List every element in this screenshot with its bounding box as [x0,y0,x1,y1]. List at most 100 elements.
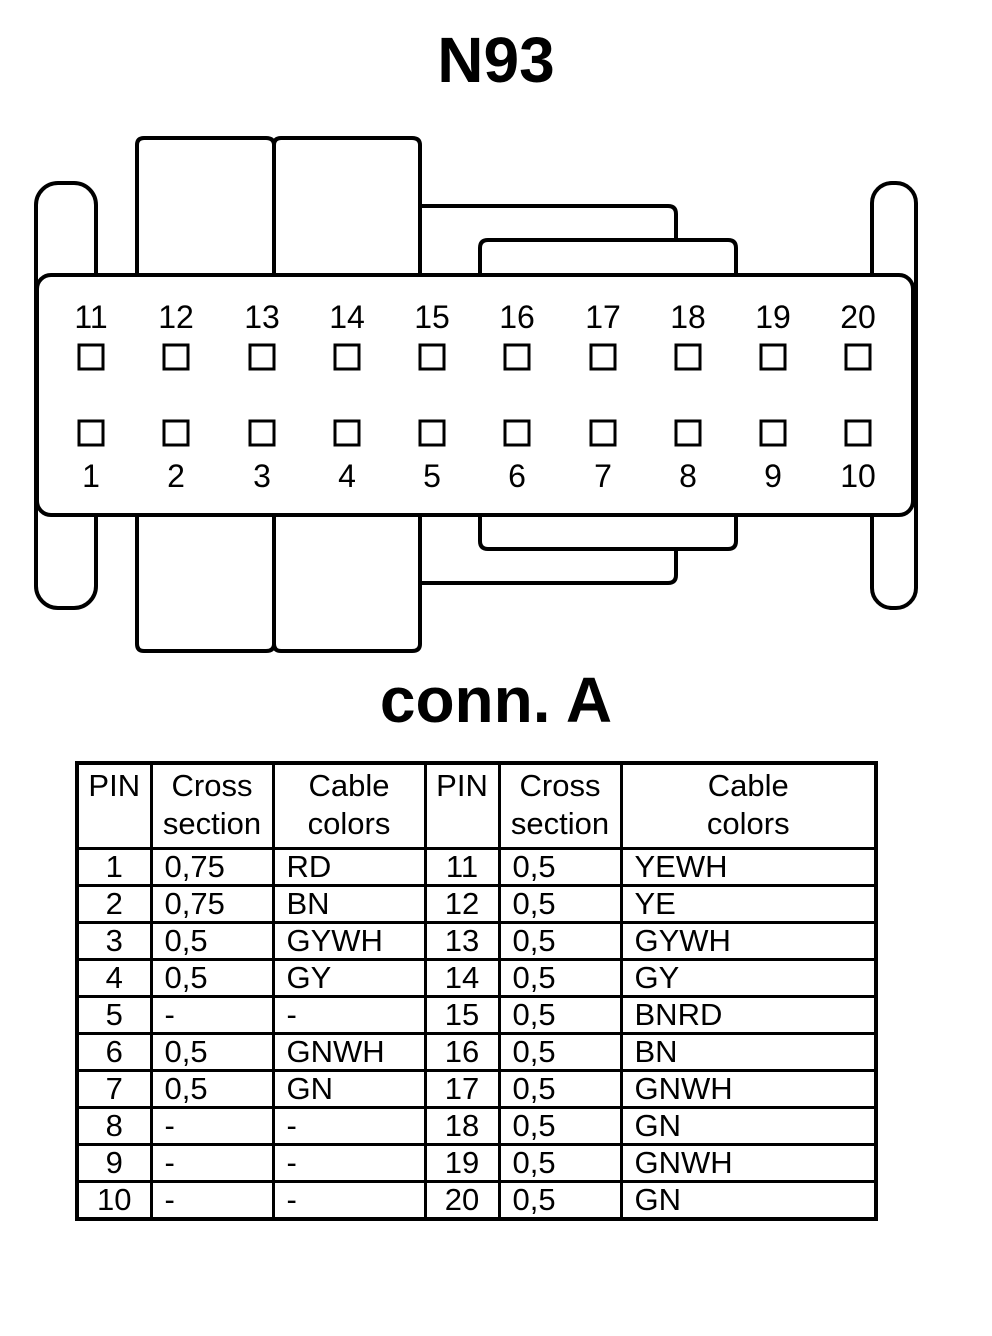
cell-cs-a: 0,5 [149,1069,275,1109]
header-pin-b: PIN [423,761,501,850]
pin-17-label: 17 [585,299,621,335]
cell-color-a: GYWH [271,921,427,961]
cell-color-a: - [271,1180,427,1221]
cell-cs-a: - [149,1180,275,1221]
cell-color-b: GN [619,1180,878,1221]
pin-3-label: 3 [253,458,271,494]
cell-pin-b: 14 [423,958,501,998]
pin-19-label: 19 [755,299,791,335]
connector-body [35,273,915,517]
cell-cs-b: 0,5 [497,847,623,887]
cell-cs-a: 0,5 [149,921,275,961]
pin-14-label: 14 [329,299,365,335]
pin-15-socket [418,343,446,371]
cell-pin-b: 20 [423,1180,501,1221]
cell-color-a: - [271,995,427,1035]
pin-13-label: 13 [244,299,280,335]
cell-color-b: GY [619,958,878,998]
cell-cs-a: 0,75 [149,884,275,924]
cell-color-a: - [271,1106,427,1146]
cell-cs-a: 0,75 [149,847,275,887]
cell-color-a: GY [271,958,427,998]
bottom-block-1 [135,508,276,653]
pin-18-label: 18 [670,299,706,335]
pin-10-socket [844,419,872,447]
cell-cs-b: 0,5 [497,958,623,998]
cell-pin-a: 4 [75,958,153,998]
cell-cs-b: 0,5 [497,1032,623,1072]
cell-pin-a: 9 [75,1143,153,1183]
pin-11-label: 11 [74,299,107,335]
pin-19-socket [759,343,787,371]
pin-12-socket [162,343,190,371]
cell-cs-a: 0,5 [149,958,275,998]
cell-cs-b: 0,5 [497,1106,623,1146]
page-title: N93 [437,24,555,96]
cell-pin-a: 10 [75,1180,153,1221]
cell-cs-a: 0,5 [149,1032,275,1072]
pin-4-label: 4 [338,458,356,494]
pin-7-label: 7 [594,458,612,494]
cell-cs-a: - [149,1106,275,1146]
bottom-step-2 [478,508,738,551]
cell-cs-b: 0,5 [497,1069,623,1109]
cell-pin-b: 15 [423,995,501,1035]
cell-color-b: BNRD [619,995,878,1035]
pin-9-label: 9 [764,458,782,494]
cell-pin-b: 11 [423,847,501,887]
pin-13-socket [248,343,276,371]
pin-8-label: 8 [679,458,697,494]
cell-pin-a: 3 [75,921,153,961]
pin-14-socket [333,343,361,371]
cell-pin-b: 13 [423,921,501,961]
header-pin-a: PIN [75,761,153,850]
cell-color-b: BN [619,1032,878,1072]
cell-pin-a: 1 [75,847,153,887]
bottom-block-2 [272,508,422,653]
pin-10-label: 10 [840,458,876,494]
pin-5-socket [418,419,446,447]
cell-color-a: BN [271,884,427,924]
cell-pin-b: 17 [423,1069,501,1109]
cell-color-b: GN [619,1106,878,1146]
pin-16-socket [503,343,531,371]
pin-1-socket [77,419,105,447]
pin-8-socket [674,419,702,447]
cell-cs-b: 0,5 [497,884,623,924]
cell-color-a: RD [271,847,427,887]
pin-9-socket [759,419,787,447]
pin-3-socket [248,419,276,447]
pin-6-label: 6 [508,458,526,494]
pin-2-socket [162,419,190,447]
cell-pin-a: 2 [75,884,153,924]
cell-color-b: YEWH [619,847,878,887]
cell-pin-b: 12 [423,884,501,924]
pin-20-label: 20 [840,299,876,335]
cell-pin-a: 7 [75,1069,153,1109]
pin-18-socket [674,343,702,371]
pin-7-socket [589,419,617,447]
cell-cs-b: 0,5 [497,921,623,961]
cell-pin-a: 8 [75,1106,153,1146]
pin-11-socket [77,343,105,371]
cell-color-b: GYWH [619,921,878,961]
pin-20-socket [844,343,872,371]
cell-pin-b: 18 [423,1106,501,1146]
cell-pin-b: 19 [423,1143,501,1183]
